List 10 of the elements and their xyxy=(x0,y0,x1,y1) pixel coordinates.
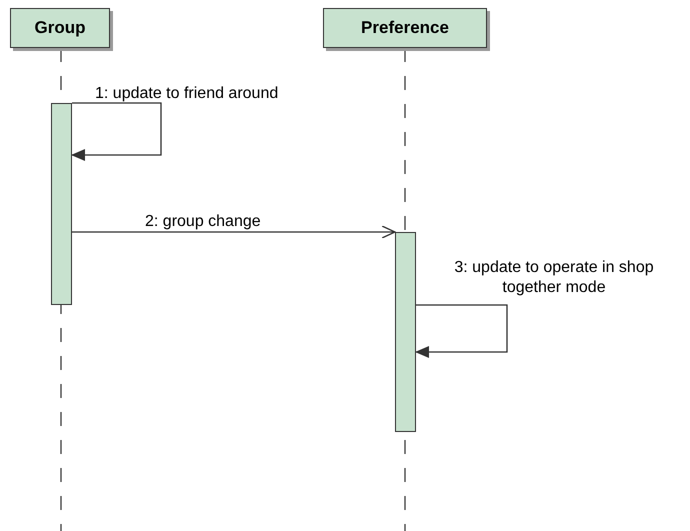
message-arrow xyxy=(71,102,162,161)
message-label: 1: update to friend around xyxy=(95,84,278,104)
message-arrow xyxy=(72,225,396,239)
message-arrow xyxy=(415,304,508,358)
activation-bar xyxy=(395,232,416,432)
lifeline-header: Preference xyxy=(323,8,487,48)
message-label: 3: update to operate in shop together mode xyxy=(453,258,655,298)
lifeline-header: Group xyxy=(10,8,110,48)
activation-bar xyxy=(51,103,72,305)
message-label: 2: group change xyxy=(145,212,261,232)
